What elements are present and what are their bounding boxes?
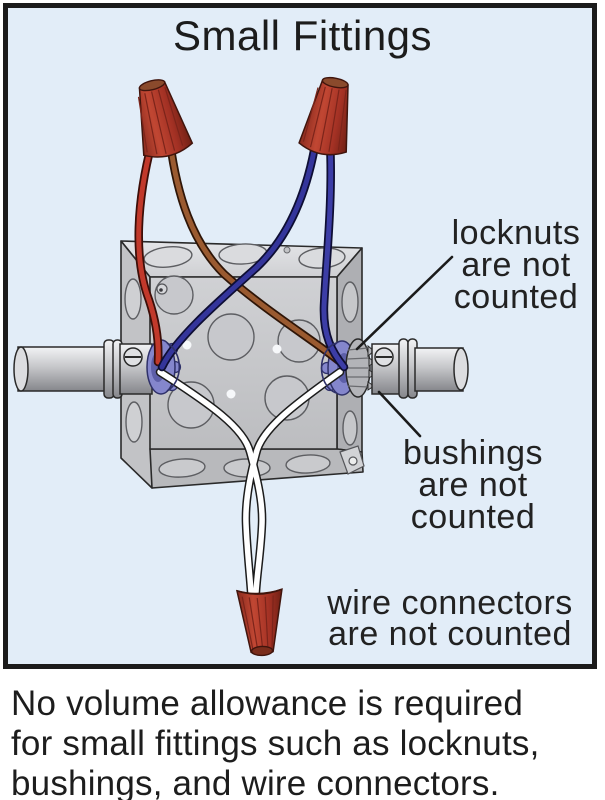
wire-connector-top-right [298,76,349,156]
wire-connector-top-left [137,79,194,158]
leader-line-locknuts [355,255,454,351]
white-wires [155,367,345,597]
bushing-left-rim [166,342,181,392]
top-knockouts [143,243,346,269]
blue-wires [157,135,349,372]
leader-line-bushings [377,390,422,438]
figure-title: Small Fittings [172,12,433,59]
side-knockouts [124,278,359,446]
red-wires [134,137,344,367]
front-knockouts [154,275,321,429]
label-locknuts: locknuts are not counted [451,214,581,316]
corner-tab [339,445,365,475]
bushing-right-rim [320,342,337,394]
locknut [345,338,376,398]
label-bushings: bushings are not counted [402,434,544,536]
wire-connector-bottom [235,588,283,657]
conduit-left [13,339,153,399]
figure-caption: No volume allowance is required for smal… [11,684,540,800]
label-wire-connectors: wire connectors are not counted [327,584,573,653]
